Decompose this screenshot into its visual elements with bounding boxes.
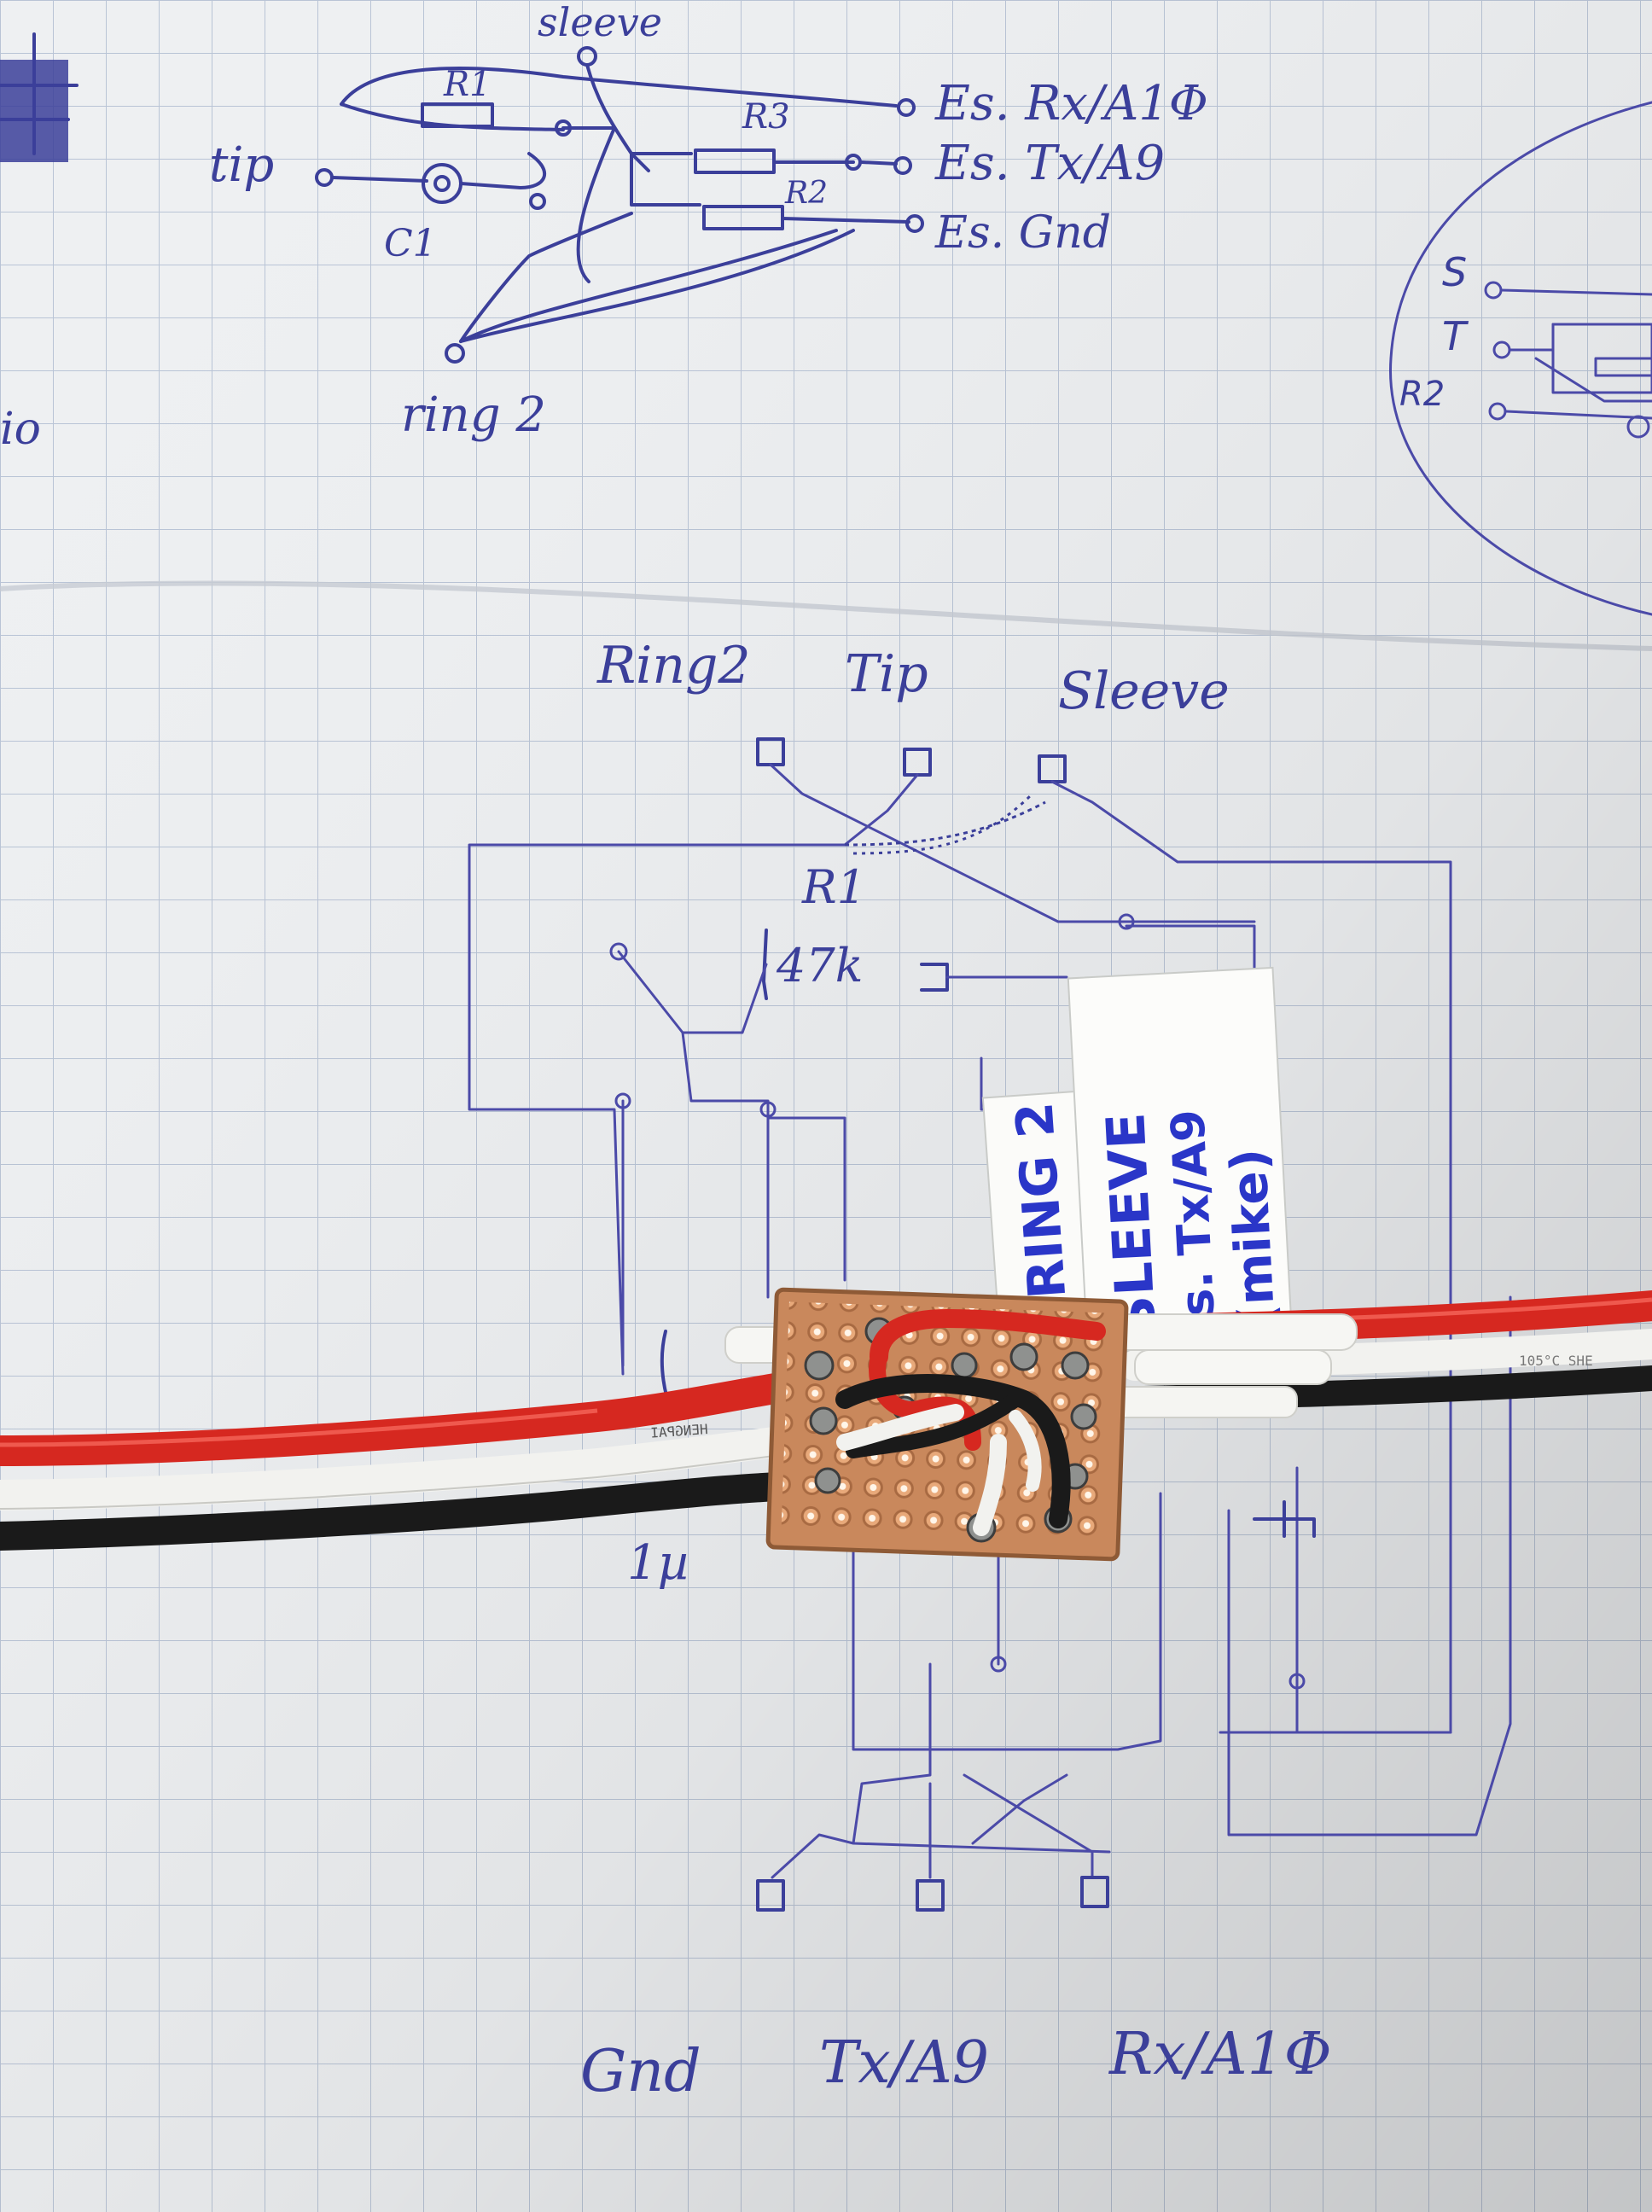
layout-r1-value: 47k <box>776 939 863 992</box>
ring-tag-text: RING 2 <box>1004 1100 1078 1301</box>
layout-ring2-label: Ring2 <box>596 636 751 696</box>
layout-tx-label: Tx/A9 <box>819 2029 989 2097</box>
paper-tags: RING 2 SLEEVE Es. Tx/A9 (mike) <box>981 966 1294 1354</box>
jumper-red <box>870 1308 1106 1366</box>
jumper-white <box>836 1404 964 1451</box>
pad-tx-bottom <box>916 1879 945 1912</box>
red-wire-left <box>0 1363 860 1466</box>
left-edge-text: io <box>0 404 41 455</box>
layout-gnd-label: Gnd <box>580 2038 701 2105</box>
heatshrink-white <box>1134 1349 1332 1385</box>
r1-label: R1 <box>443 65 492 104</box>
es-tx-label: Es. Tx/A9 <box>934 136 1165 191</box>
layout-drawing: Ring2 Tip Sleeve R1 47k <box>468 636 1512 2105</box>
c1-label: C1 <box>384 222 437 265</box>
tx-terminal <box>893 156 912 175</box>
right-t-label: T <box>1442 313 1469 359</box>
layout-tip-label: Tip <box>845 644 928 704</box>
r1-resistor <box>421 102 494 128</box>
ring2-terminal <box>445 343 465 364</box>
corner-scribble <box>0 32 79 162</box>
r2-label: R2 <box>784 176 828 211</box>
mike-tag-text: (mike) <box>1219 1147 1287 1329</box>
jumper-black <box>835 1374 1071 1528</box>
capacitor-label: 1µ <box>627 1535 689 1591</box>
right-sketch: S T R2 <box>1389 101 1652 616</box>
heatshrink-black <box>1108 1386 1298 1418</box>
top-schematic: sleeve R1 tip C1 R3 R2 Es. Rx/A1Φ Es <box>209 0 1208 443</box>
es-rx-label: Es. Rx/A1Φ <box>934 76 1208 131</box>
es-tx-tag-text: Es. Tx/A9 <box>1160 1109 1227 1349</box>
cables: HENGPAI 105°C SHE <box>0 1290 1652 1551</box>
pad-gnd-bottom <box>756 1879 785 1912</box>
rx-terminal <box>897 98 916 117</box>
heatshrink-red <box>1100 1313 1358 1351</box>
es-gnd-label: Es. Gnd <box>934 207 1111 259</box>
layout-rx-label: Rx/A1Φ <box>1108 2021 1332 2088</box>
black-wire-left <box>0 1470 851 1551</box>
right-r2-label: R2 <box>1399 375 1445 414</box>
tip-label: tip <box>209 137 274 193</box>
white-wire-left <box>0 1418 860 1511</box>
pad-rx-bottom <box>1080 1876 1109 1908</box>
layout-sleeve-label: Sleeve <box>1058 661 1230 721</box>
cable-print-right: 105°C SHE <box>1519 1353 1593 1369</box>
perfboard <box>765 1287 1129 1562</box>
sleeve-tag-text: SLEEVE <box>1094 1111 1167 1336</box>
cable-print-left: HENGPAI <box>650 1421 709 1441</box>
layout-r1-label: R1 <box>801 860 866 914</box>
r3-label: R3 <box>742 97 790 137</box>
right-s-label: S <box>1442 249 1467 295</box>
gnd-terminal <box>905 214 924 233</box>
sleeve-label: sleeve <box>538 0 662 45</box>
ring2-label: ring 2 <box>401 387 546 443</box>
